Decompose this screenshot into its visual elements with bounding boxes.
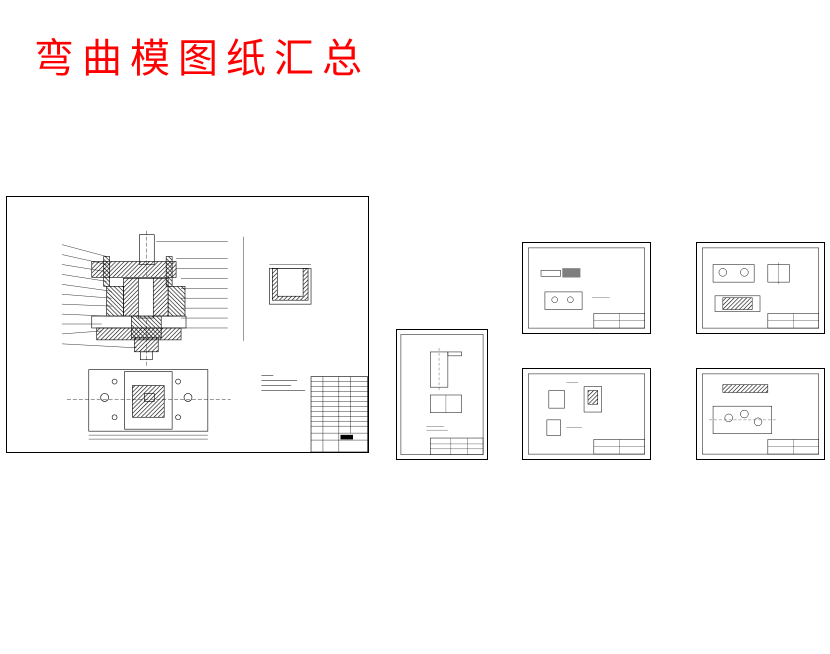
part-drawing-sheet-1[interactable] bbox=[396, 329, 488, 460]
part-drawing-graphic-1 bbox=[400, 334, 484, 455]
part-drawing-sheet-5[interactable] bbox=[696, 368, 825, 460]
part-drawing-sheet-2[interactable] bbox=[522, 242, 651, 334]
part-drawing-graphic-3 bbox=[702, 247, 819, 329]
part-drawing-sheet-4[interactable] bbox=[522, 368, 651, 460]
part-drawing-graphic-2 bbox=[528, 247, 645, 329]
part-drawing-graphic-4 bbox=[528, 373, 645, 455]
assembly-drawing-sheet[interactable] bbox=[6, 196, 369, 453]
part-drawing-sheet-3[interactable] bbox=[696, 242, 825, 334]
page-title: 弯曲模图纸汇总 bbox=[34, 36, 370, 82]
assembly-drawing-graphic bbox=[61, 230, 368, 452]
part-drawing-graphic-5 bbox=[702, 373, 819, 455]
